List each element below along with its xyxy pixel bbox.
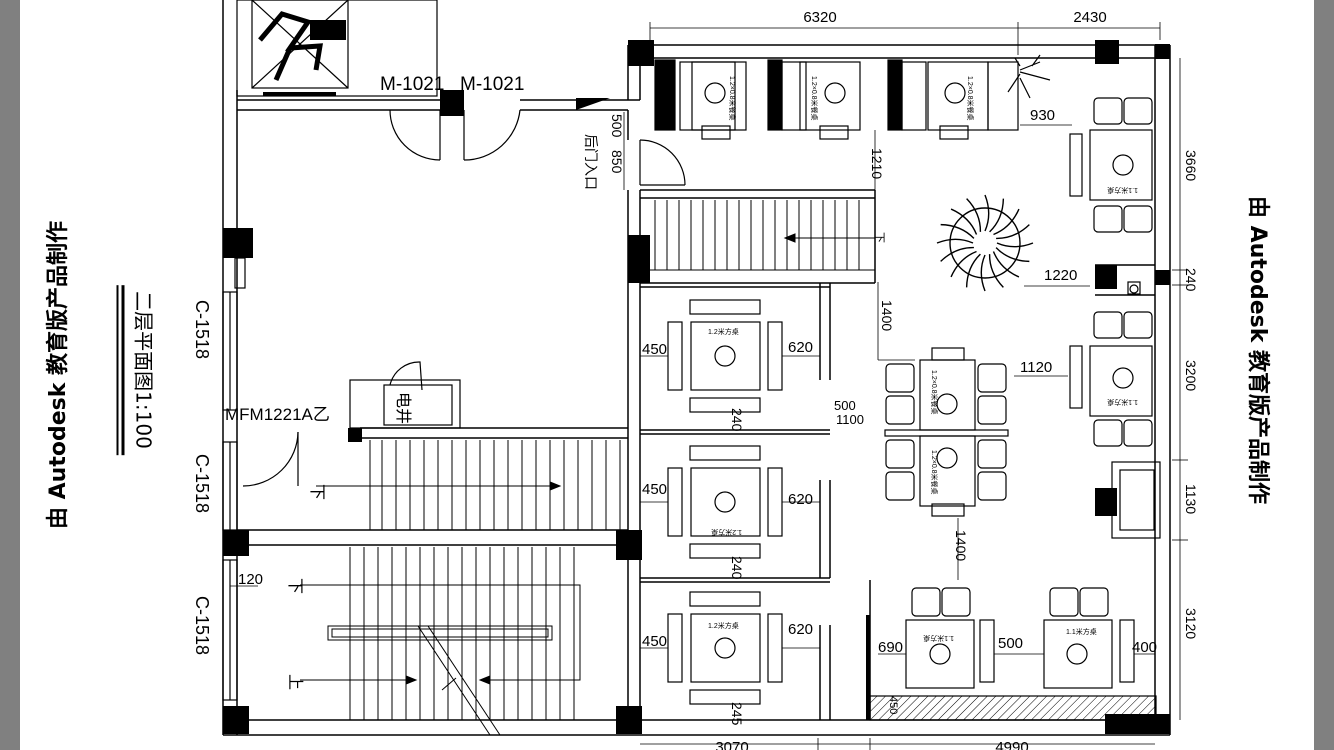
long-label-2: 1.2×0.8米餐桌 bbox=[930, 450, 939, 495]
dim-bottom-a: 3070 bbox=[715, 739, 748, 750]
dim-450-c: 450 bbox=[642, 633, 667, 650]
drawing-sheet: 6320 2430 3070 4990 930 1220 1120 450 45… bbox=[20, 0, 1314, 750]
electric-shaft bbox=[349, 361, 461, 429]
dim-1400-b: 1400 bbox=[953, 530, 969, 561]
window-label-2: C-1518 bbox=[192, 454, 212, 513]
dining-tables bbox=[884, 97, 1161, 689]
window-label-3: C-1518 bbox=[192, 596, 212, 655]
stairs-top bbox=[640, 200, 875, 271]
stair-down-label-3: 下 bbox=[873, 232, 885, 243]
private-tables bbox=[667, 299, 783, 705]
dim-1120: 1120 bbox=[1020, 359, 1052, 376]
dim-245: 245 bbox=[729, 702, 745, 726]
dim-right-5: 3120 bbox=[1183, 608, 1199, 639]
dim-850: 850 bbox=[609, 150, 625, 174]
windows bbox=[222, 257, 246, 701]
dim-right-1: 3660 bbox=[1183, 150, 1199, 181]
stair-down-label-2: 下 bbox=[286, 578, 303, 594]
floor-plan: 6320 2430 3070 4990 930 1220 1120 450 45… bbox=[192, 0, 1199, 750]
booth-label-3: 1.2×0.8米餐桌 bbox=[966, 76, 975, 121]
watermark-left: 由 Autodesk 教育版产品制作 bbox=[46, 220, 71, 530]
dim-1400-a: 1400 bbox=[879, 300, 895, 331]
square-label-2: 1.2米方桌 bbox=[711, 528, 742, 537]
dim-240-b: 240 bbox=[729, 556, 745, 580]
small-label-3: 1.1米方桌 bbox=[923, 634, 954, 643]
dim-1100: 1100 bbox=[836, 412, 864, 427]
back-door-label: 后门入口 bbox=[583, 134, 599, 190]
stair-up-label: 上 bbox=[286, 674, 304, 690]
dim-620-c: 620 bbox=[788, 621, 813, 638]
elevator bbox=[236, 0, 438, 97]
hatched-counter bbox=[869, 695, 1157, 721]
dimension-texts: 6320 2430 3070 4990 930 1220 1120 450 45… bbox=[238, 9, 1199, 750]
window-label-1: C-1518 bbox=[192, 300, 212, 359]
doors bbox=[242, 98, 686, 487]
square-label-3: 1.2米方桌 bbox=[708, 621, 739, 630]
booths bbox=[654, 59, 1019, 140]
fire-door-label: MFM1221A乙 bbox=[225, 405, 330, 424]
dim-1210: 1210 bbox=[869, 148, 885, 179]
dim-top-b: 2430 bbox=[1073, 9, 1106, 26]
dim-500-b: 500 bbox=[834, 398, 856, 413]
dim-450-b: 450 bbox=[642, 481, 667, 498]
plant-icon-small bbox=[1007, 54, 1051, 99]
stair-down-label-1: 下 bbox=[308, 484, 325, 500]
dim-450-d: 450 bbox=[887, 696, 899, 714]
electric-shaft-label: 电井 bbox=[394, 392, 412, 424]
dim-top-a: 6320 bbox=[803, 9, 836, 26]
dimension-lines bbox=[230, 22, 1188, 750]
dim-right-4: 1130 bbox=[1183, 484, 1199, 514]
door-label-m1021-b: M-1021 bbox=[460, 74, 524, 95]
watermark-right: 由 Autodesk 教育版产品制作 bbox=[1245, 195, 1270, 505]
square-label-1: 1.2米方桌 bbox=[708, 327, 739, 336]
dim-620-b: 620 bbox=[788, 491, 813, 508]
dim-500-c: 500 bbox=[998, 635, 1023, 652]
dim-450-a: 450 bbox=[642, 341, 667, 358]
dim-400: 400 bbox=[1132, 639, 1157, 656]
dim-right-3: 3200 bbox=[1183, 360, 1199, 391]
dim-240-a: 240 bbox=[729, 408, 745, 432]
columns bbox=[223, 40, 1170, 734]
door-label-m1021-a: M-1021 bbox=[380, 74, 444, 95]
dim-690: 690 bbox=[878, 639, 903, 656]
dim-bottom-b: 4990 bbox=[995, 739, 1028, 750]
dim-right-2: 240 bbox=[1183, 268, 1199, 292]
small-label-1: 1.1米方桌 bbox=[1107, 186, 1138, 195]
drawing-title: 二层平面图1:100 bbox=[116, 285, 160, 455]
long-label-1: 1.2×0.8米餐桌 bbox=[930, 370, 939, 415]
plant-icon bbox=[936, 194, 1034, 292]
dim-1220: 1220 bbox=[1044, 267, 1077, 284]
booth-label-2: 1.2×0.8米餐桌 bbox=[810, 76, 819, 121]
table-labels: 1.2×0.8米餐桌 1.2×0.8米餐桌 1.2×0.8米餐桌 1.2米方桌 … bbox=[708, 76, 1138, 643]
labels: M-1021 M-1021 MFM1221A乙 后门入口 C-1518 C-15… bbox=[192, 74, 885, 690]
dim-930: 930 bbox=[1030, 107, 1055, 124]
booth-label-1: 1.2×0.8米餐桌 bbox=[728, 76, 737, 121]
dim-120: 120 bbox=[238, 571, 263, 588]
small-label-2: 1.1米方桌 bbox=[1107, 398, 1138, 407]
dim-500-a: 500 bbox=[609, 114, 625, 138]
dim-620-a: 620 bbox=[788, 339, 813, 356]
stairs-left bbox=[300, 440, 621, 736]
drawing-title-text: 二层平面图1:100 bbox=[121, 285, 160, 455]
small-label-4: 1.1米方桌 bbox=[1066, 627, 1097, 636]
